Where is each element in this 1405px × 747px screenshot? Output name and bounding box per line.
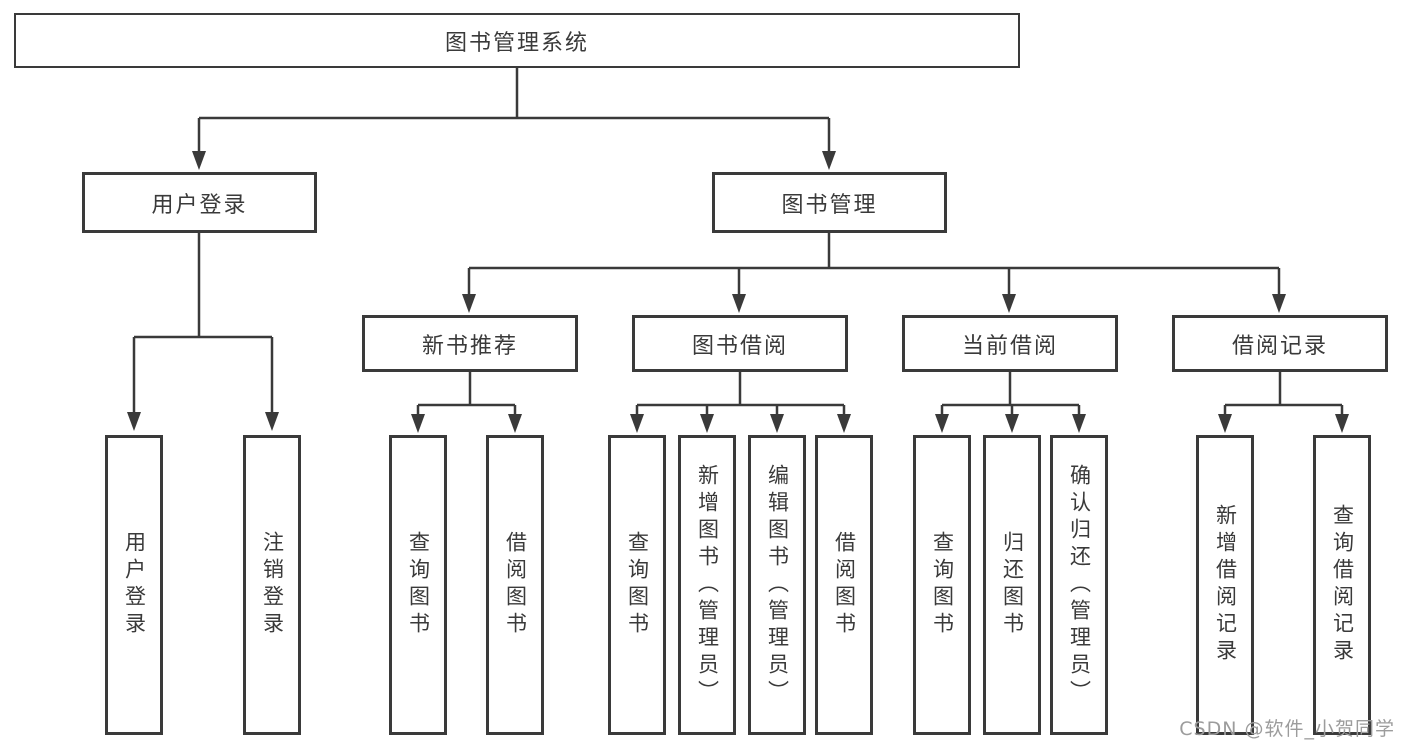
- leaf-add-borrow-record: 新增借阅记录: [1196, 435, 1254, 735]
- leaf-return-books: 归还图书: [983, 435, 1041, 735]
- node-user-login-branch-label: 用户登录: [151, 192, 248, 218]
- node-current-borrowing-label: 当前借阅: [961, 333, 1058, 359]
- leaf-confirm-return-admin: 确认归还（管理员）: [1050, 435, 1108, 735]
- leaf-borrow-books-recommend-label: 借阅图书: [503, 531, 528, 639]
- node-new-book-recommend: 新书推荐: [362, 315, 578, 372]
- node-new-book-recommend-label: 新书推荐: [421, 333, 518, 359]
- leaf-query-books-recommend: 查询图书: [389, 435, 447, 735]
- leaf-query-borrow-record: 查询借阅记录: [1313, 435, 1371, 735]
- leaf-query-books-current-label: 查询图书: [930, 531, 955, 639]
- leaf-borrow-books-recommend: 借阅图书: [486, 435, 544, 735]
- leaf-logout: 注销登录: [243, 435, 301, 735]
- leaf-add-books-admin: 新增图书（管理员）: [678, 435, 736, 735]
- leaf-query-books-borrowing-label: 查询图书: [625, 531, 650, 639]
- leaf-query-books-borrowing: 查询图书: [608, 435, 666, 735]
- leaf-logout-label: 注销登录: [260, 531, 285, 639]
- leaf-add-borrow-record-label: 新增借阅记录: [1213, 504, 1238, 666]
- arrow-down-icons: [127, 151, 1349, 433]
- leaf-confirm-return-admin-label: 确认归还（管理员）: [1067, 463, 1092, 707]
- leaf-return-books-label: 归还图书: [1000, 531, 1025, 639]
- node-current-borrowing: 当前借阅: [902, 315, 1118, 372]
- node-root: 图书管理系统: [14, 13, 1020, 68]
- leaf-borrow-books-label: 借阅图书: [832, 531, 857, 639]
- leaf-edit-books-admin-label: 编辑图书（管理员）: [765, 463, 790, 707]
- leaf-user-login-label: 用户登录: [122, 531, 147, 639]
- node-root-label: 图书管理系统: [444, 30, 589, 56]
- leaf-query-books-current: 查询图书: [913, 435, 971, 735]
- node-book-management-branch-label: 图书管理: [781, 192, 878, 218]
- leaf-borrow-books: 借阅图书: [815, 435, 873, 735]
- node-borrowing-records-label: 借阅记录: [1231, 333, 1328, 359]
- node-borrowing-records: 借阅记录: [1172, 315, 1388, 372]
- csdn-watermark: CSDN @软件_小贺同学: [1179, 718, 1395, 740]
- leaf-query-books-recommend-label: 查询图书: [406, 531, 431, 639]
- node-user-login-branch: 用户登录: [82, 172, 317, 233]
- node-book-borrowing: 图书借阅: [632, 315, 848, 372]
- node-book-borrowing-label: 图书借阅: [691, 333, 788, 359]
- leaf-user-login: 用户登录: [105, 435, 163, 735]
- leaf-query-borrow-record-label: 查询借阅记录: [1330, 504, 1355, 666]
- node-book-management-branch: 图书管理: [712, 172, 947, 233]
- leaf-add-books-admin-label: 新增图书（管理员）: [695, 463, 720, 707]
- leaf-edit-books-admin: 编辑图书（管理员）: [748, 435, 806, 735]
